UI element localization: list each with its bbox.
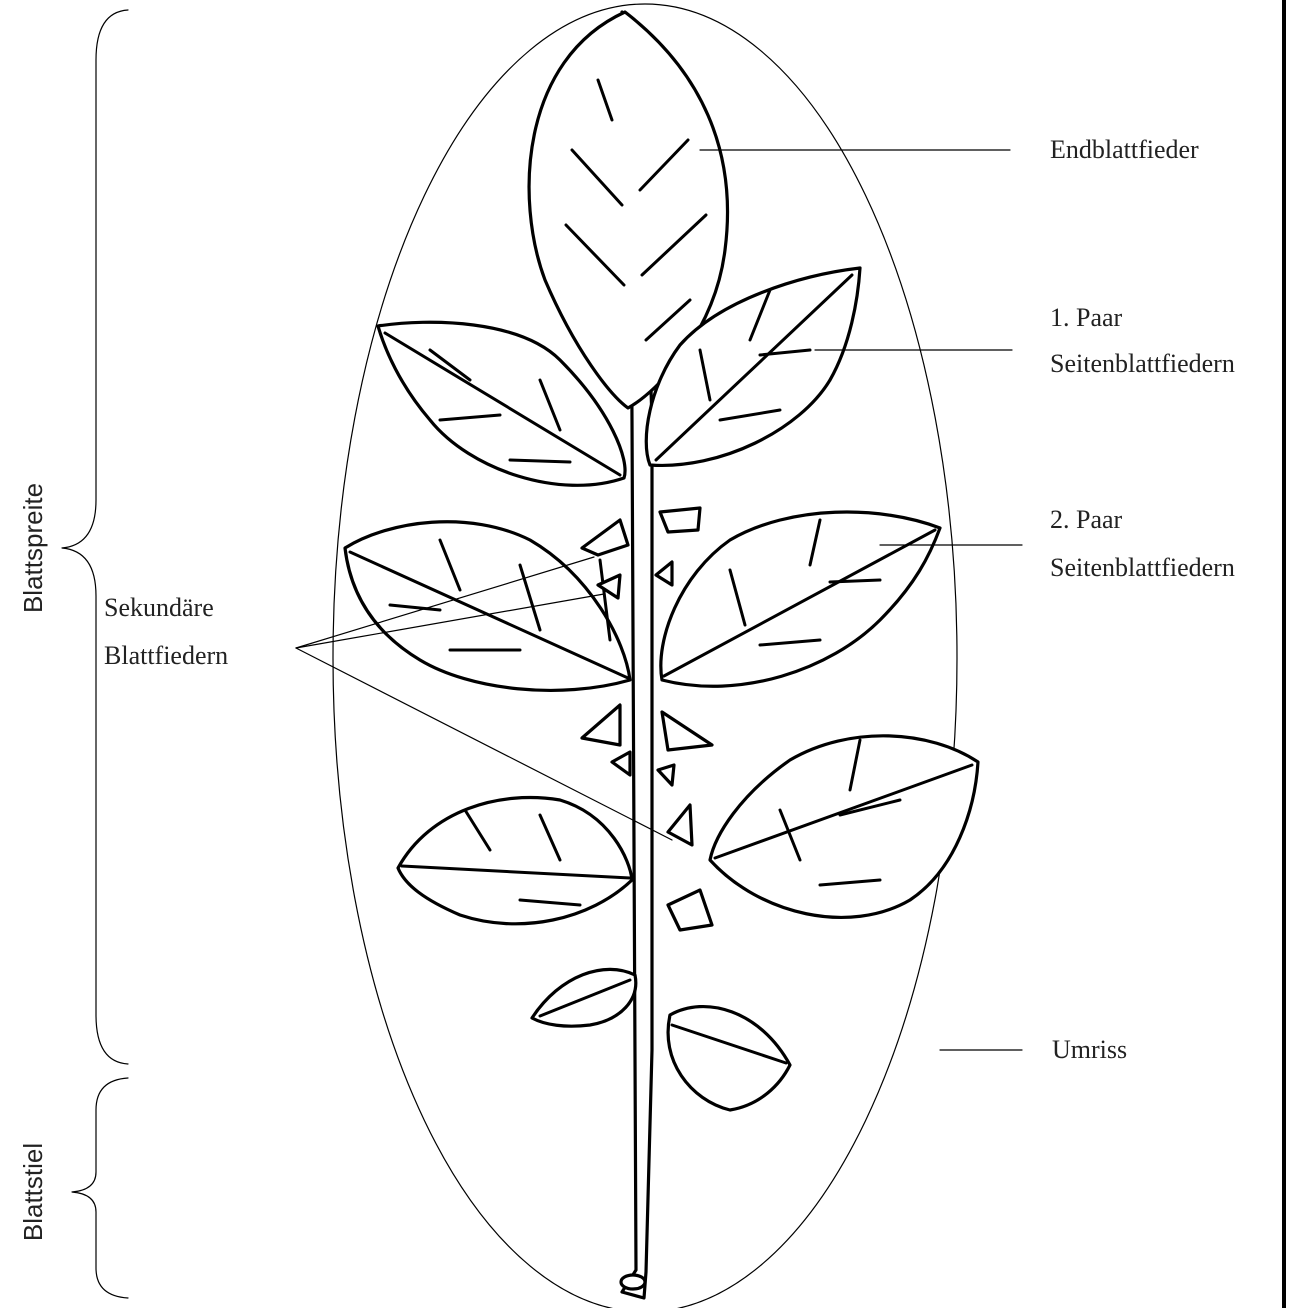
- second-pair-right-leaflet: [661, 512, 940, 686]
- third-pair-left-leaflet: [398, 798, 632, 924]
- leaf-drawing: [345, 12, 978, 1298]
- secondary-leaflet-4: [656, 562, 672, 585]
- secondary-leaflet-1: [582, 520, 628, 555]
- label-paar2-line2: Seitenblattfiedern: [1050, 553, 1235, 582]
- blattstiel-brace: [72, 1078, 128, 1298]
- left1-vein-4: [510, 460, 570, 462]
- stem-cut-end: [621, 1275, 645, 1289]
- label-umriss: Umriss: [1052, 1035, 1127, 1064]
- label-paar2-line1: 2. Paar: [1050, 505, 1123, 534]
- label-sekundaere-line1: Sekundäre: [104, 593, 214, 622]
- third-pair-right-leaflet: [710, 736, 978, 918]
- label-paar1-line1: 1. Paar: [1050, 303, 1123, 332]
- label-blattspreite: Blattspreite: [18, 483, 48, 613]
- secondary-leaflet-10: [668, 890, 712, 930]
- label-paar1-line2: Seitenblattfiedern: [1050, 349, 1235, 378]
- secondary-leaflet-5: [582, 705, 620, 745]
- label-endblattfieder: Endblattfieder: [1050, 135, 1199, 164]
- secondary-leaflet-7: [612, 752, 630, 775]
- label-sekundaere-line2: Blattfiedern: [104, 641, 228, 670]
- secondary-leaflet-6: [662, 712, 712, 750]
- secondary-leaflet-2: [660, 508, 700, 532]
- secondary-leaflet-9: [668, 805, 692, 845]
- blattspreite-brace: [62, 10, 128, 1064]
- label-blattstiel: Blattstiel: [18, 1143, 48, 1241]
- right2-vein-2: [830, 580, 880, 582]
- secondary-leaflet-8: [658, 765, 674, 785]
